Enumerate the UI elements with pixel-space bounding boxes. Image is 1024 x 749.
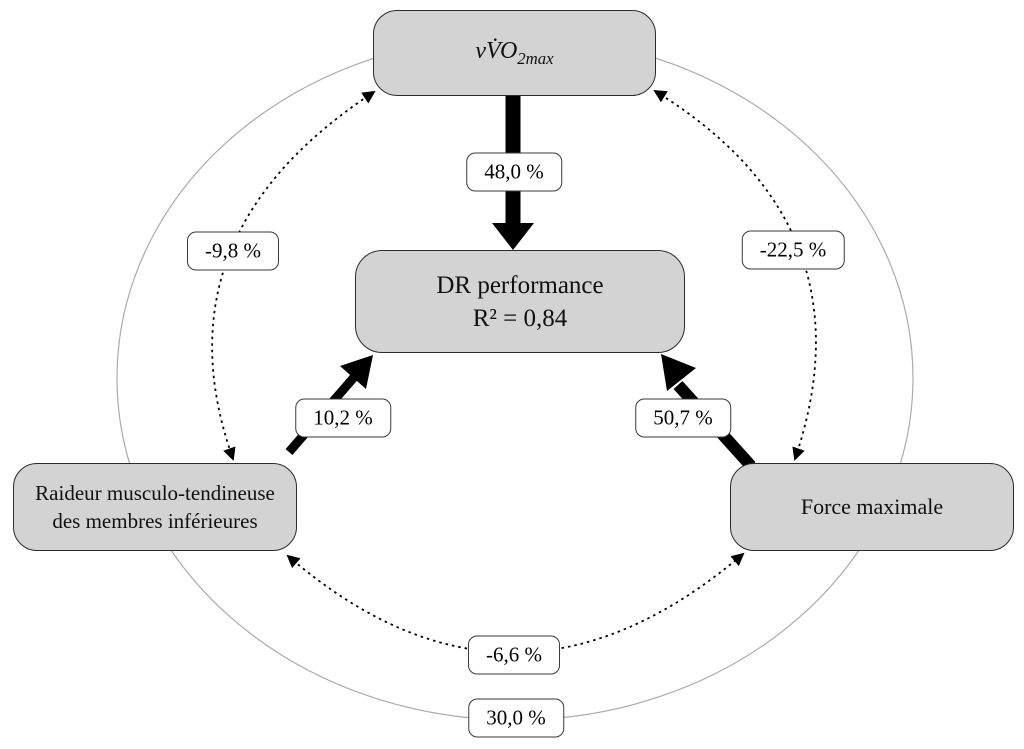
performance-line1: DR performance (436, 271, 604, 299)
stiffness-line2: des membres inférieures (52, 509, 258, 533)
vvo2max-subscript-text: 2max (517, 48, 554, 68)
arrow-vvo2max-to-performance-head (492, 223, 534, 250)
edge-label-vvo2max-to-performance: 48,0 % (466, 152, 562, 192)
node-dr-performance: DR performance R² = 0,84 (355, 250, 685, 353)
arrow-stiffness-to-performance-head (340, 355, 373, 389)
correlation-arc-vvo2max-force (653, 89, 817, 461)
node-maximal-force: Force maximale (730, 463, 1014, 551)
node-musculotendinous-stiffness: Raideur musculo-tendineuse des membres i… (13, 463, 297, 551)
performance-r-squared: R² = 0,84 (472, 304, 568, 332)
stiffness-line1: Raideur musculo-tendineuse (35, 480, 275, 505)
edge-label-stiffness-force-correlation: -6,6 % (468, 635, 560, 675)
edge-label-vvo2max-stiffness-correlation: -9,8 % (187, 231, 279, 271)
edge-label-force-to-performance: 50,7 % (635, 398, 731, 438)
node-vvo2max-label: vV̇O2max (475, 38, 553, 69)
edge-label-stiffness-to-performance: 10,2 % (295, 398, 391, 438)
node-vvo2max: vV̇O2max (373, 10, 656, 96)
edge-label-outer-ellipse: 30,0 % (468, 698, 564, 738)
vvo2max-main-text: vV̇O (475, 37, 518, 64)
edge-label-vvo2max-force-correlation: -22,5 % (741, 230, 845, 270)
force-label: Force maximale (800, 494, 944, 519)
arrow-force-to-performance-head (661, 354, 696, 391)
